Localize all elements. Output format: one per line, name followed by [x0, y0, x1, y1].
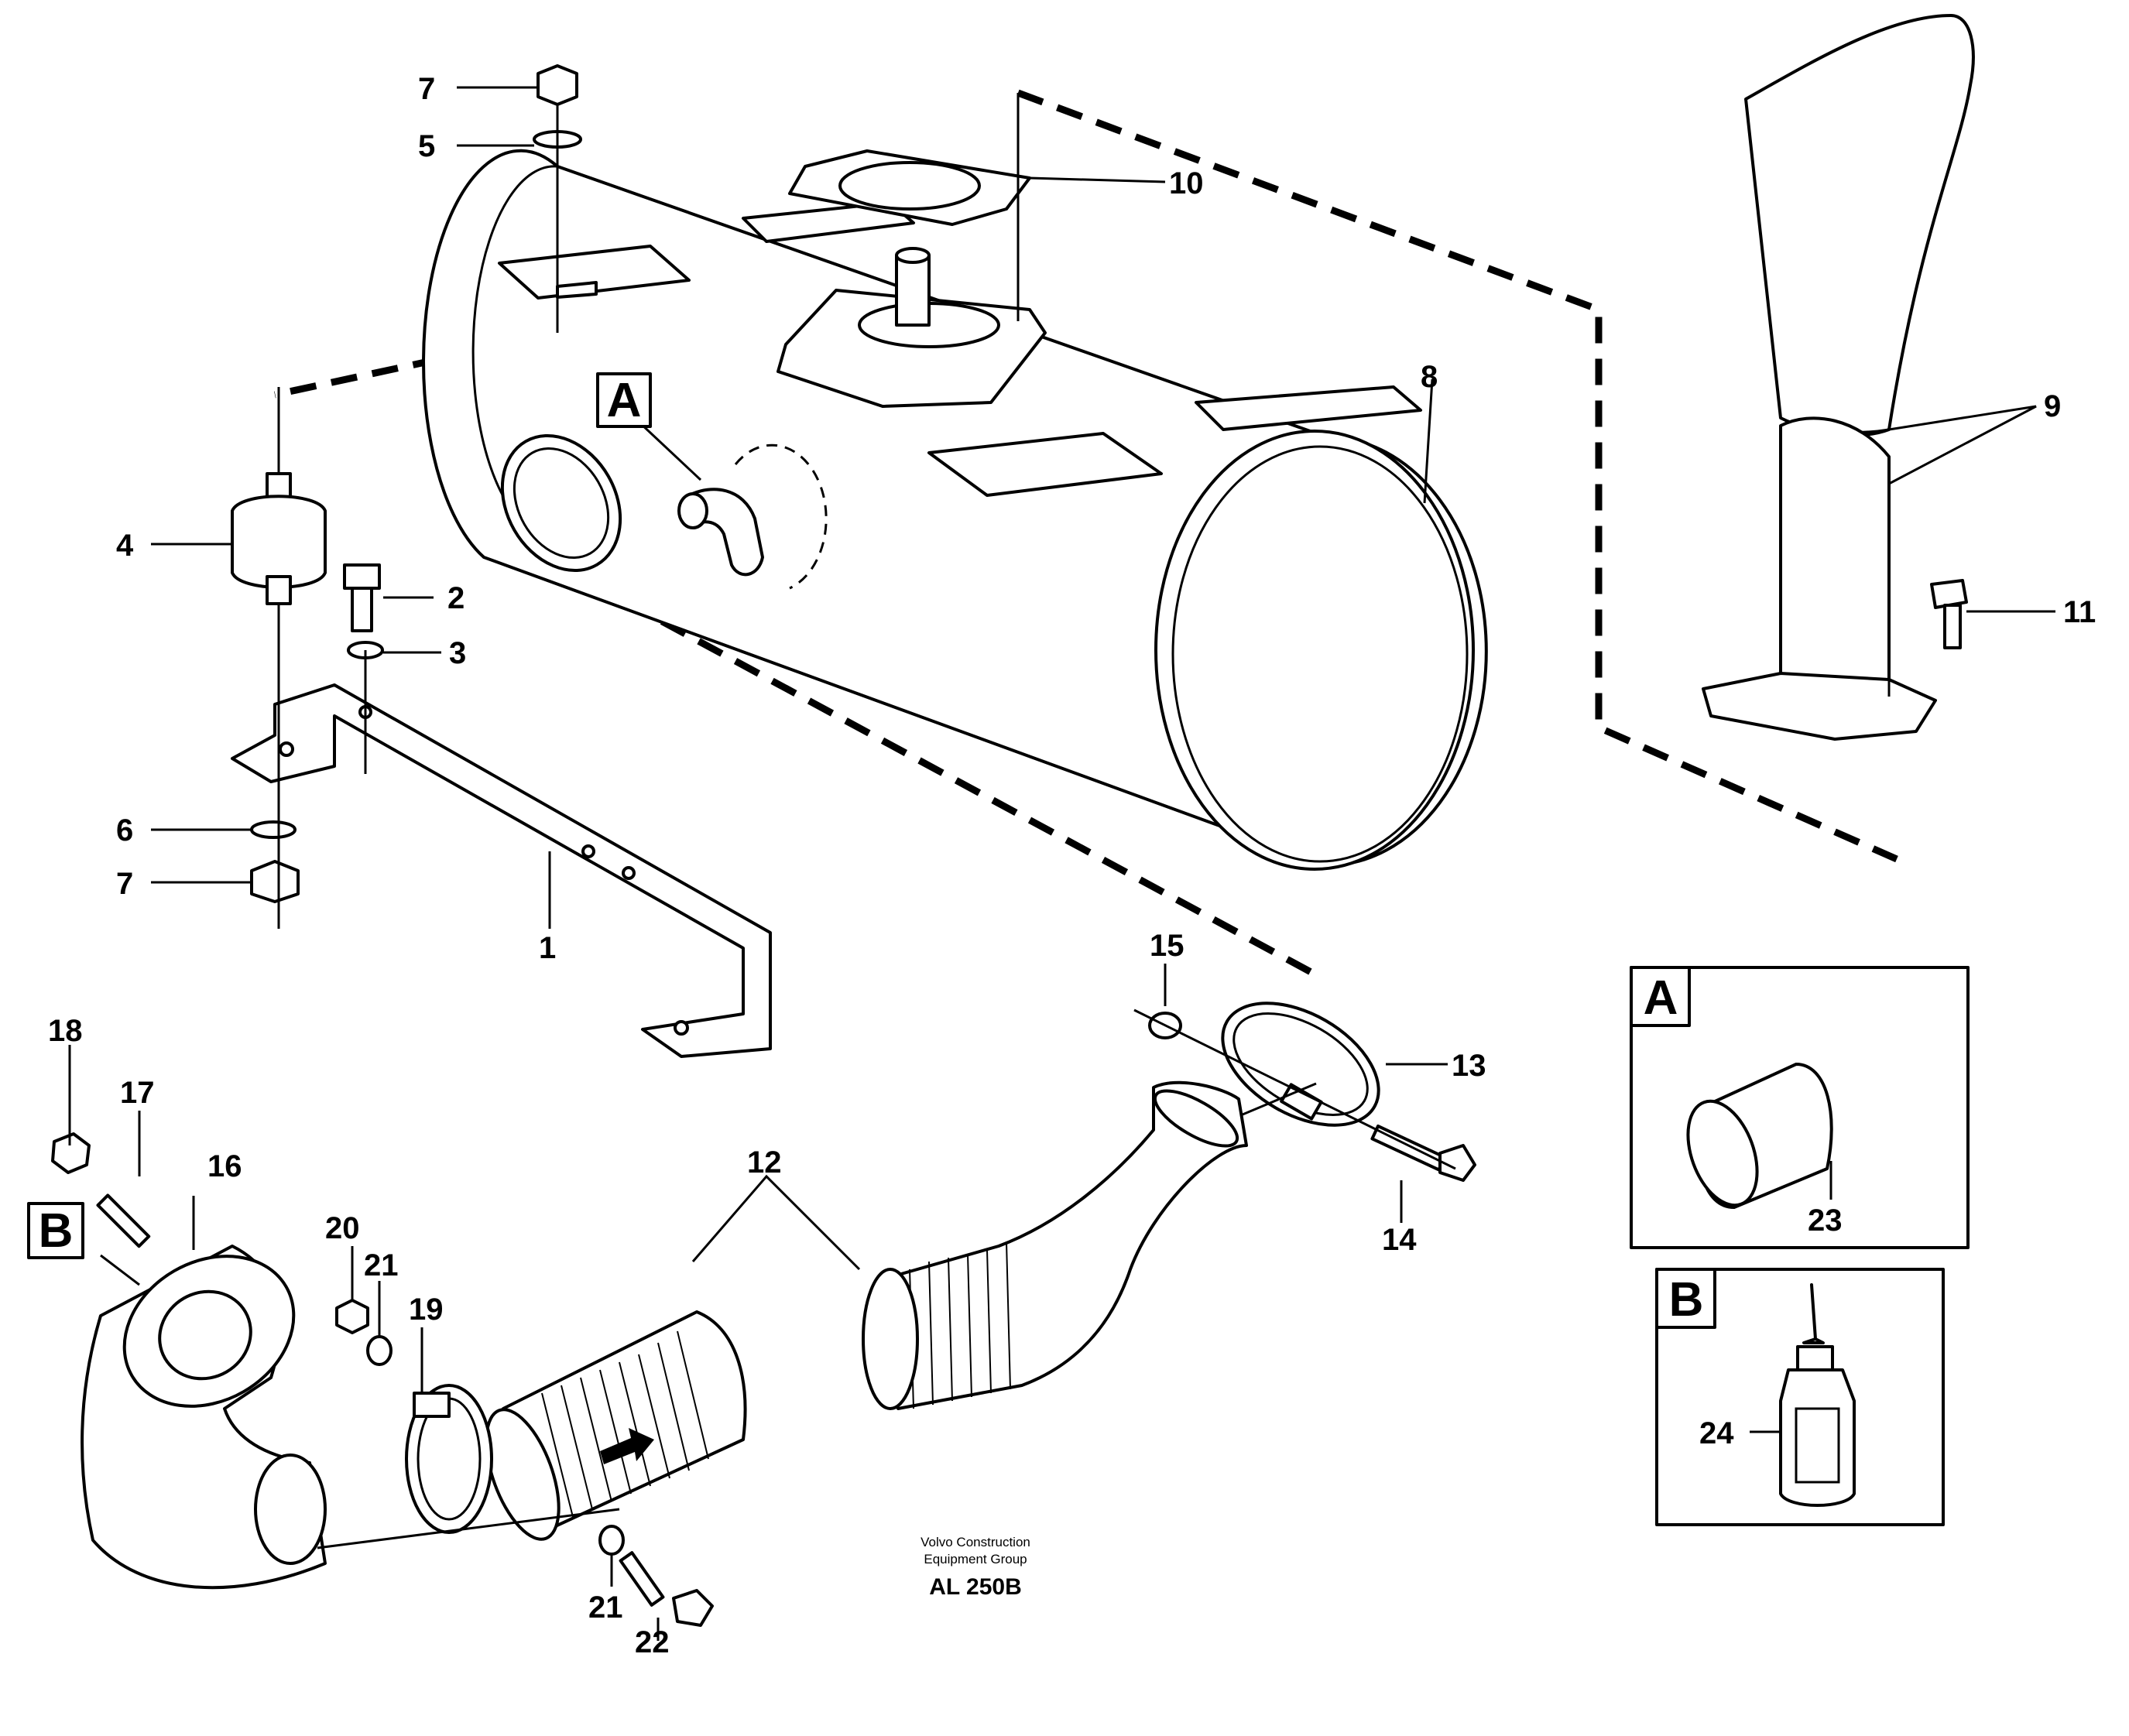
- callout-12: 12: [747, 1145, 782, 1180]
- clamp-13: [1221, 1002, 1380, 1127]
- flex-pipe-upper: [862, 1080, 1248, 1410]
- callout-3: 3: [449, 636, 466, 670]
- callout-23: 23: [1808, 1204, 1843, 1238]
- marker-a-label: A: [607, 374, 642, 427]
- callout-numbers: 7 5 10 8 9 4 2 3 11 6 7 1 15 13 14 23 24…: [48, 72, 2096, 1659]
- detail-box-b: [1655, 1268, 1945, 1526]
- nut-18: [51, 1132, 91, 1174]
- footer-model: AL 250B: [929, 1574, 1022, 1600]
- exhaust-elbow: [81, 1245, 327, 1590]
- stud-17: [96, 1193, 151, 1248]
- footer: Volvo Construction Equipment Group AL 25…: [921, 1535, 1030, 1600]
- bolt-11: [1930, 579, 1968, 649]
- hardware-top-left: [250, 64, 582, 903]
- flex-pipe-lower: [485, 1310, 747, 1541]
- marker-b-on-elbow: B: [27, 1202, 84, 1259]
- callout-15: 15: [1150, 929, 1184, 963]
- callout-2: 2: [447, 581, 465, 615]
- callout-17: 17: [120, 1076, 155, 1110]
- callout-9: 9: [2044, 389, 2061, 423]
- drain-pipe-elbow: [677, 488, 764, 577]
- clamp-19: [405, 1384, 493, 1534]
- callout-14: 14: [1382, 1223, 1417, 1257]
- footer-company-line1: Volvo Construction: [921, 1535, 1030, 1549]
- footer-company-line2: Equipment Group: [924, 1552, 1027, 1567]
- muffler: [422, 149, 1488, 871]
- callout-22: 22: [635, 1625, 670, 1659]
- callout-4: 4: [116, 529, 134, 563]
- detail-box-a: [1630, 966, 1970, 1249]
- callout-6: 6: [116, 813, 133, 847]
- callout-7-bottom: 7: [116, 867, 133, 901]
- callout-24: 24: [1699, 1416, 1734, 1450]
- tail-pipe: [1702, 14, 1975, 741]
- leader-lines: [68, 86, 2055, 1641]
- washer-21-bottom: [598, 1525, 625, 1556]
- flange-gasket: [788, 149, 1031, 226]
- callout-13: 13: [1452, 1049, 1486, 1083]
- callout-18: 18: [48, 1014, 83, 1048]
- callout-7-top: 7: [418, 72, 435, 106]
- callout-11: 11: [2063, 595, 2096, 629]
- callout-8: 8: [1421, 360, 1438, 394]
- bolt-22: [619, 1551, 714, 1627]
- callout-20: 20: [325, 1211, 360, 1245]
- callout-1: 1: [539, 931, 556, 965]
- nut-20: [335, 1299, 369, 1334]
- inset-b-label: B: [1669, 1273, 1704, 1327]
- callout-19: 19: [409, 1293, 444, 1327]
- callout-21-top: 21: [364, 1248, 399, 1282]
- callout-10: 10: [1169, 166, 1204, 200]
- callout-21-bottom: 21: [588, 1590, 623, 1625]
- callout-16: 16: [207, 1149, 242, 1183]
- mounting-bracket: [231, 683, 772, 1058]
- inset-a-label: A: [1644, 971, 1678, 1025]
- rubber-mount: [231, 472, 327, 605]
- washer-21-top: [366, 1335, 393, 1366]
- marker-a-on-muffler: A: [596, 372, 652, 428]
- marker-b-label: B: [39, 1204, 74, 1258]
- callout-5: 5: [418, 129, 435, 163]
